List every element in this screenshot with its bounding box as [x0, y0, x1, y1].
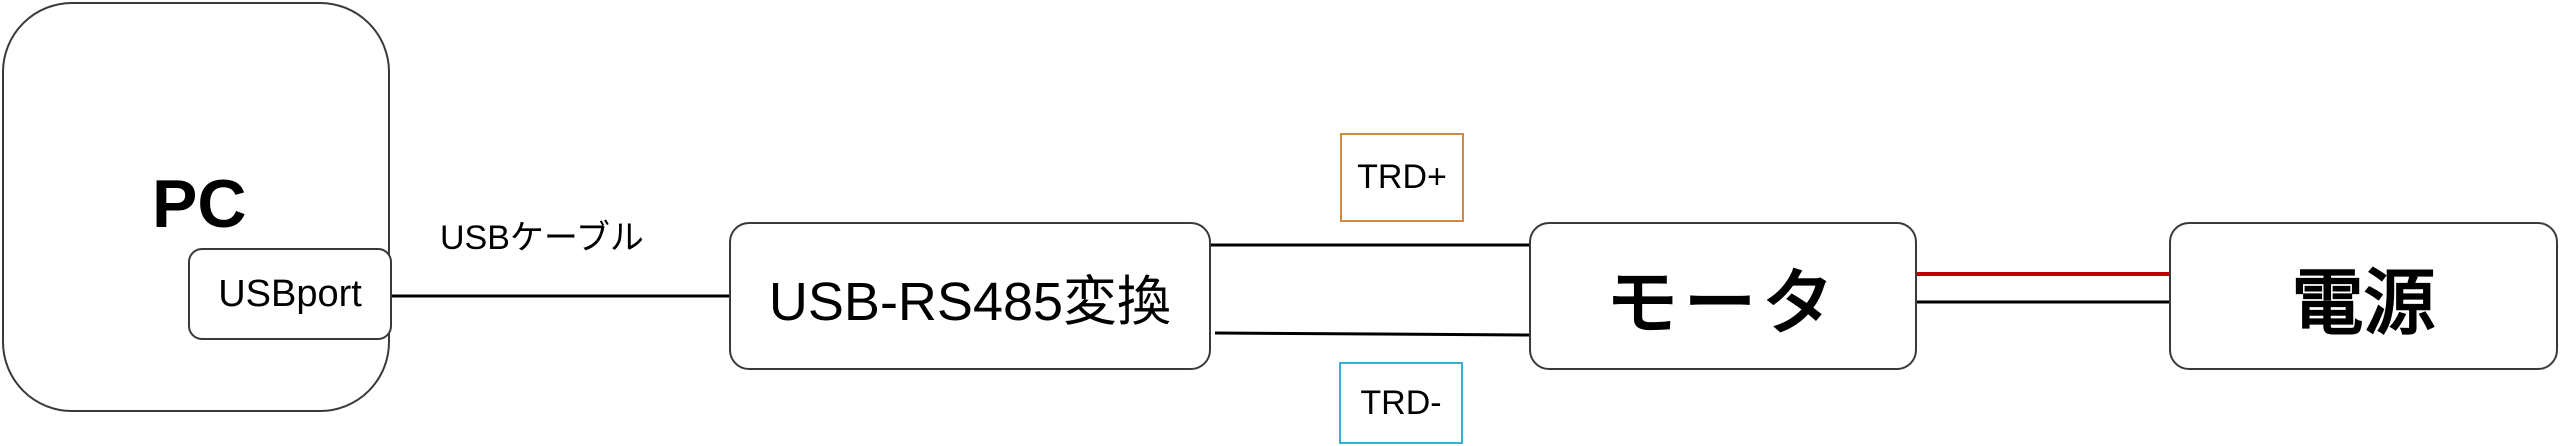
converter-label: USB-RS485変換 [768, 271, 1172, 332]
trd-minus-label: TRD- [1360, 383, 1442, 422]
power-supply-box: 電源 [2169, 222, 2558, 370]
motor-box: モータ [1529, 222, 1917, 370]
trd-minus-line [1214, 331, 1534, 337]
trd-plus-label: TRD+ [1357, 158, 1447, 196]
trd-plus-tag: TRD+ [1340, 133, 1464, 222]
usb-cable-label: USBケーブル [440, 219, 644, 257]
trd-minus-tag: TRD- [1339, 362, 1463, 444]
pc-box [2, 2, 390, 412]
usb-port-box: USBport [188, 248, 392, 340]
usb-port-label: USBport [218, 272, 362, 315]
pc-label: PC [152, 166, 247, 242]
power-supply-label: 電源 [2291, 263, 2436, 344]
motor-label: モータ [1605, 263, 1840, 344]
converter-box: USB-RS485変換 [729, 222, 1211, 370]
